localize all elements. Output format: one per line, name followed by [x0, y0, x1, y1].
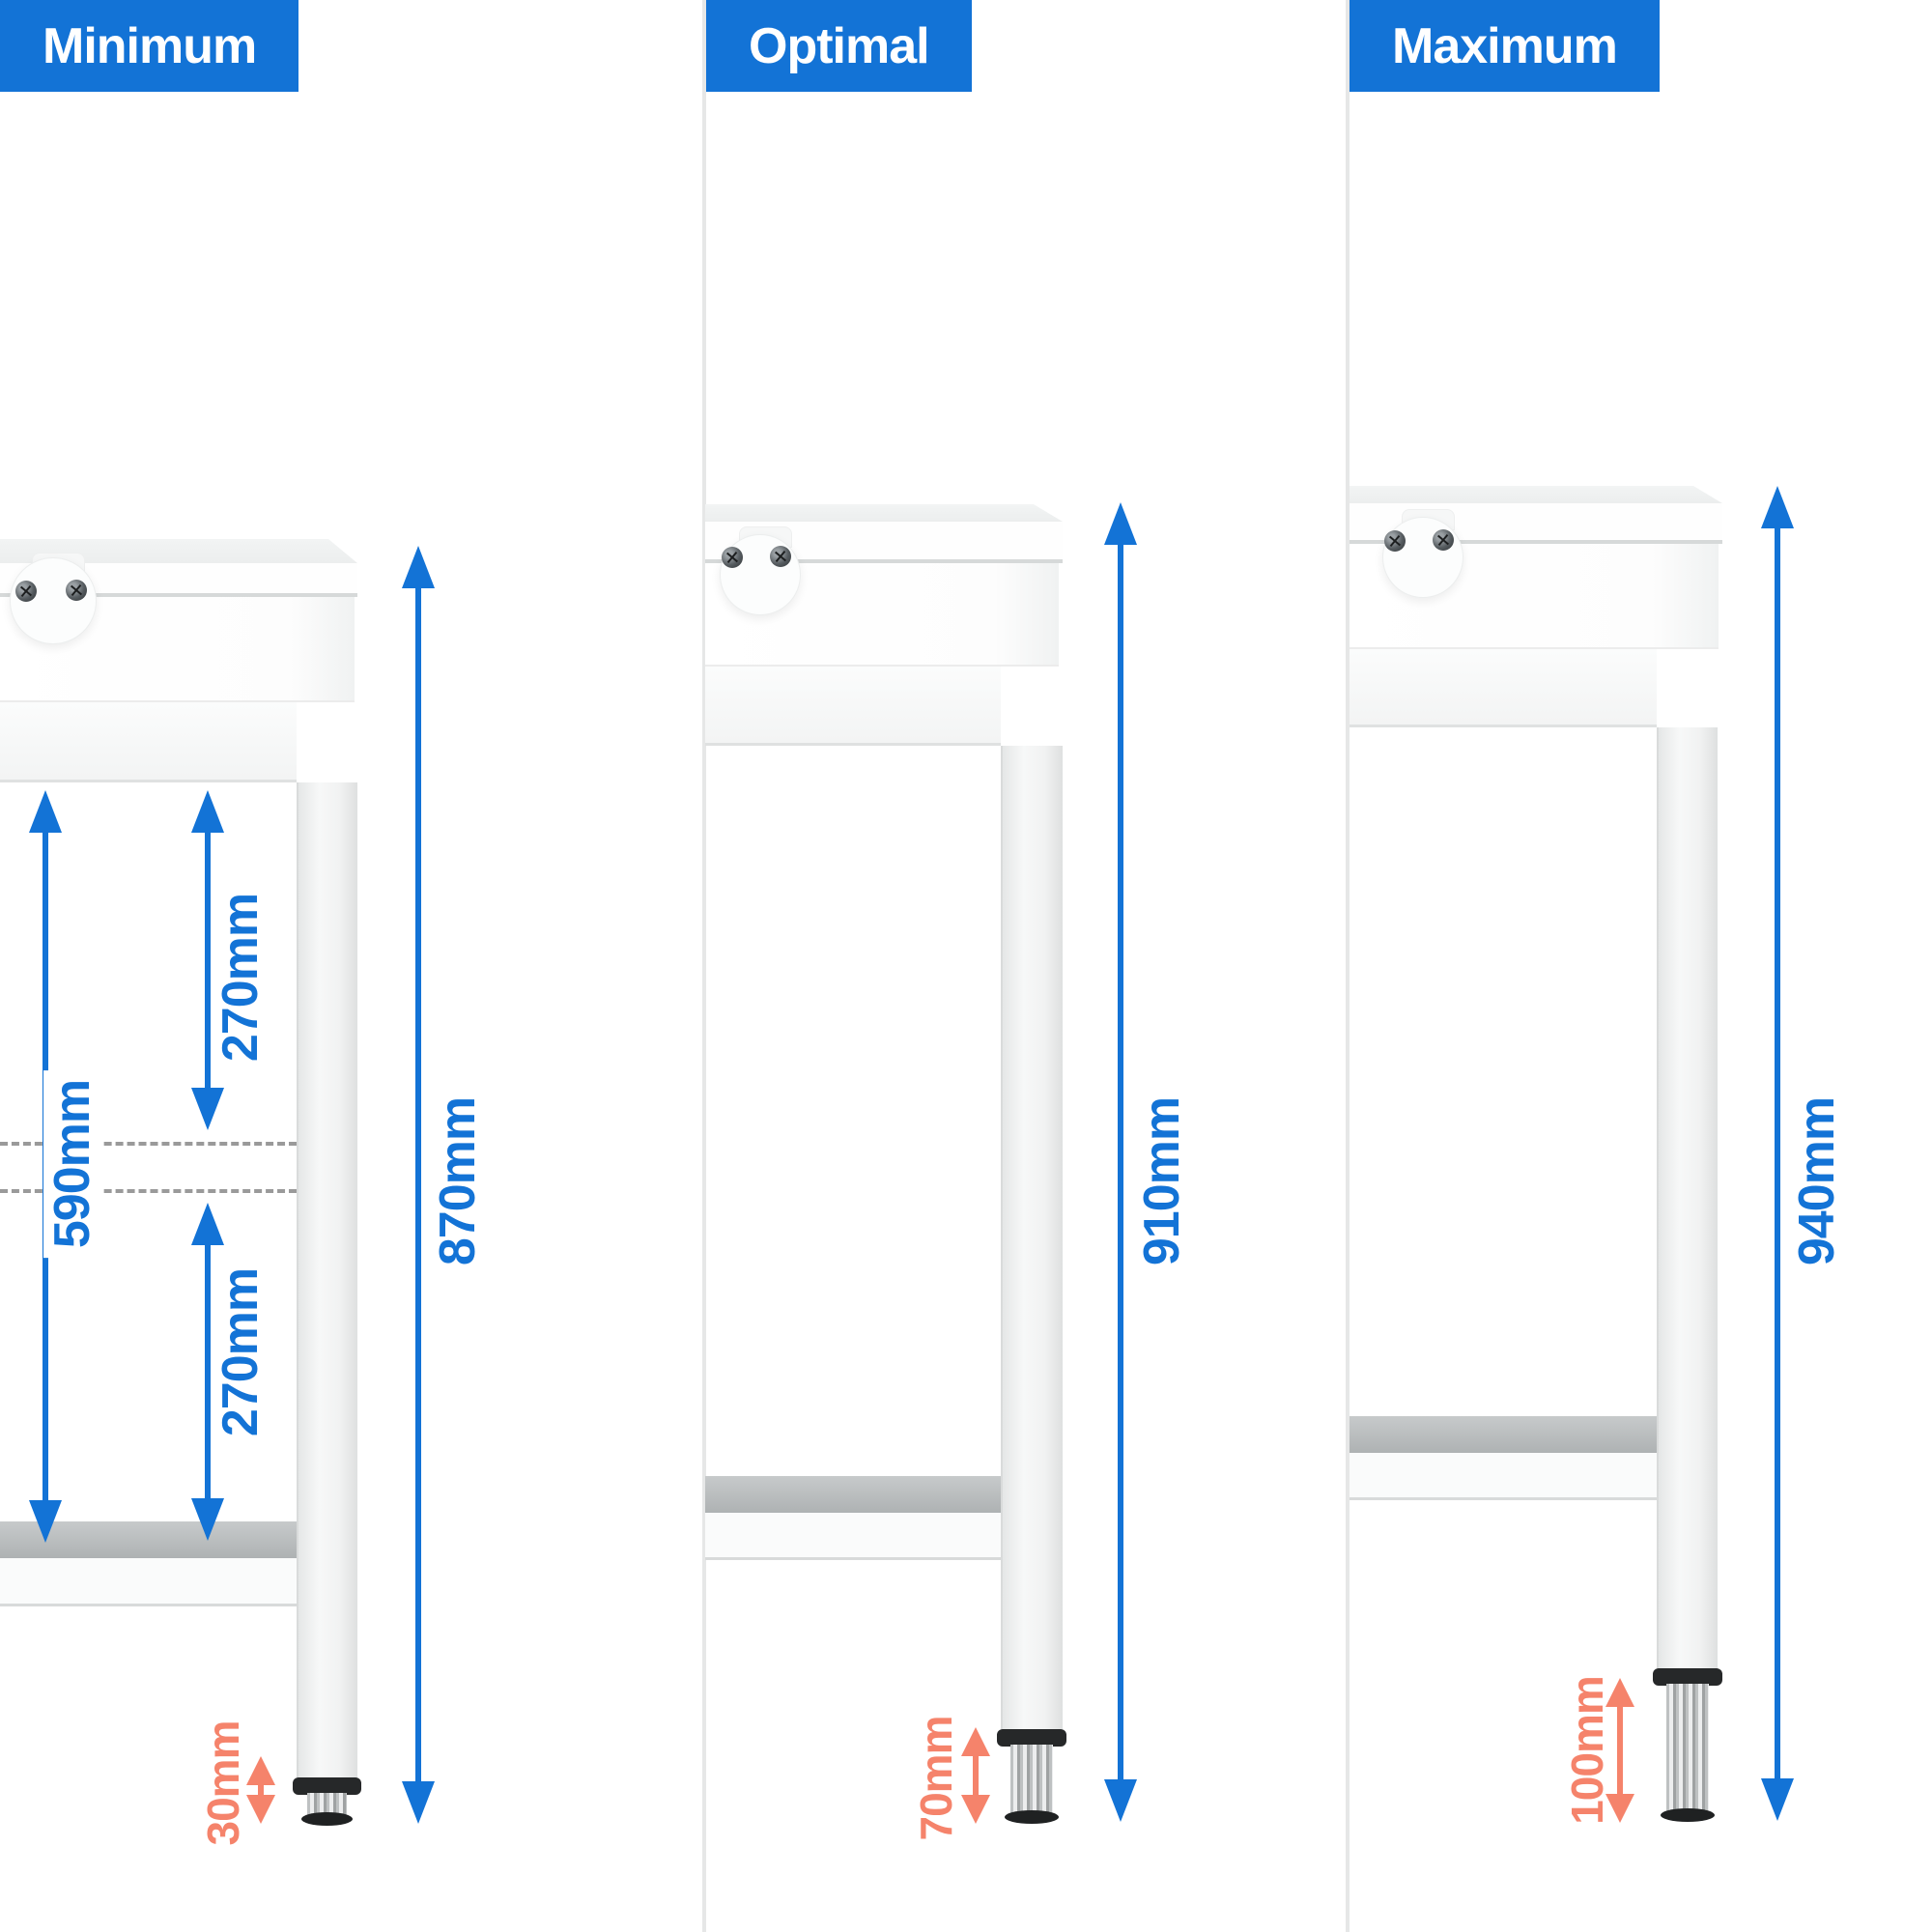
foot-adjustment-arrow [246, 1756, 275, 1824]
arrow-down-icon [246, 1795, 275, 1824]
under-shelf-top [705, 1476, 1001, 1513]
foot-adjustment-label: 70mm [911, 1716, 961, 1841]
arrow-up-icon [961, 1727, 990, 1756]
screw-icon [66, 580, 87, 601]
shelf-bottom-clearance-label: 270mm [213, 1267, 269, 1437]
under-shelf-front [1350, 1453, 1657, 1500]
total-height-label: 940mm [1789, 1096, 1845, 1266]
frame-rail [1350, 649, 1657, 727]
panel-title-badge: Optimal [706, 0, 972, 92]
foot-base [1661, 1808, 1715, 1822]
screw-icon [770, 546, 791, 567]
foot-adjustment-arrow [961, 1727, 990, 1824]
mounting-bracket [1382, 517, 1463, 598]
frame-rail [0, 702, 297, 782]
arrow-up-icon [191, 790, 224, 833]
dashed-reference-line [0, 1189, 297, 1193]
tabletop-top-surface [705, 504, 1063, 522]
arrow-up-icon [191, 1203, 224, 1245]
screw-icon [1384, 530, 1406, 552]
table-leg [297, 782, 357, 1777]
table-leg [1001, 746, 1063, 1729]
screw-icon [722, 547, 743, 568]
shelf-top-clearance-arrow [191, 790, 224, 1130]
foot-adjustment-label: 100mm [1562, 1676, 1612, 1825]
arrow-down-icon [191, 1498, 224, 1541]
foot-collar [997, 1729, 1066, 1747]
arrow-up-icon [1104, 502, 1137, 545]
screw-icon [1433, 529, 1454, 551]
under-shelf-front [0, 1558, 297, 1606]
arrow-down-icon [1104, 1779, 1137, 1822]
total-height-label: 910mm [1134, 1096, 1190, 1266]
arrow-down-icon [1605, 1794, 1634, 1823]
arrow-up-icon [246, 1756, 275, 1785]
arrow-down-icon [1761, 1778, 1794, 1821]
foot-adjustment-arrow [1605, 1678, 1634, 1823]
foot-adjustment-label: 30mm [198, 1720, 248, 1846]
dashed-reference-line [0, 1142, 297, 1146]
panel-divider [702, 0, 706, 1932]
frame-rail [705, 667, 1001, 746]
arrow-up-icon [29, 790, 62, 833]
total-height-arrow [1761, 486, 1794, 1821]
foot-collar [293, 1777, 361, 1795]
inner-height-label: 590mm [43, 1069, 101, 1259]
under-shelf-top [1350, 1416, 1657, 1453]
adjustable-foot [1010, 1745, 1053, 1818]
tabletop-top-surface [1350, 486, 1722, 503]
arrow-down-icon [191, 1088, 224, 1130]
table-leg [1657, 727, 1718, 1668]
foot-collar [1653, 1668, 1722, 1686]
total-height-label: 870mm [430, 1096, 486, 1266]
arrow-down-icon [961, 1795, 990, 1824]
foot-base [301, 1812, 353, 1826]
total-height-arrow [402, 546, 435, 1824]
panel-title-badge: Maximum [1350, 0, 1660, 92]
total-height-arrow [1104, 502, 1137, 1822]
panel-title-badge: Minimum [0, 0, 299, 92]
shelf-bottom-clearance-arrow [191, 1203, 224, 1541]
panel-divider [1346, 0, 1350, 1932]
arrow-up-icon [402, 546, 435, 588]
arrow-up-icon [1761, 486, 1794, 528]
screw-icon [15, 581, 37, 602]
arrow-down-icon [402, 1781, 435, 1824]
shelf-top-clearance-label: 270mm [213, 893, 269, 1063]
arrow-down-icon [29, 1500, 62, 1543]
foot-base [1005, 1810, 1059, 1824]
under-shelf-front [705, 1513, 1001, 1560]
arrow-up-icon [1605, 1678, 1634, 1707]
adjustable-foot [1666, 1684, 1709, 1814]
